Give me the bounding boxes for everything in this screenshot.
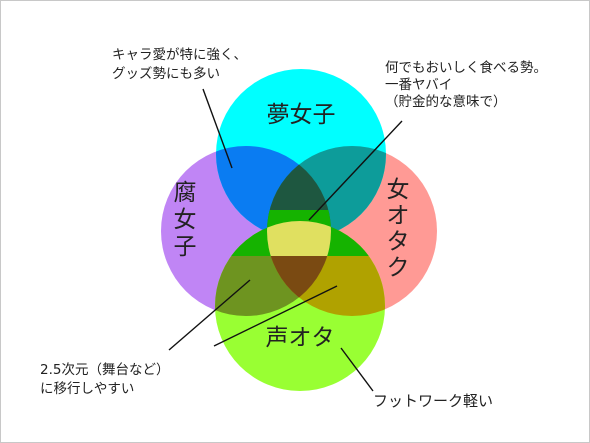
annotation-line: 2.5次元（舞台など）	[40, 362, 169, 378]
annotation-line: グッズ勢にも多い	[112, 65, 220, 82]
annotation-stage: 2.5次元（舞台など） に移行しやすい	[40, 362, 169, 397]
label-yume-joshi: 夢女子	[267, 102, 336, 128]
annotation-line: に移行しやすい	[40, 381, 134, 397]
annotation-line: 一番ヤバイ	[385, 77, 452, 93]
label-fujoshi-char: 腐	[174, 180, 197, 206]
overlap-all-four-core	[267, 221, 331, 256]
annotation-line: フットワーク軽い	[373, 392, 493, 410]
label-koe-ota: 声オタ	[266, 325, 335, 351]
label-onna-otaku-char: ク	[387, 255, 410, 281]
overlap-yume-fujoshi-onna	[267, 146, 331, 239]
leader-stage-b	[213, 285, 338, 347]
leader-footwork	[340, 347, 374, 392]
annotation-eat-anything: 何でもおいしく食べる勢。 一番ヤバイ （貯金的な意味で）	[385, 59, 547, 110]
annotation-line: キャラ愛が特に強く、	[112, 47, 247, 63]
leader-chara-love	[202, 88, 233, 169]
annotation-line: 何でもおいしく食べる勢。	[385, 59, 547, 76]
annotation-chara-love: キャラ愛が特に強く、 グッズ勢にも多い	[112, 47, 247, 82]
label-fujoshi-char: 子	[174, 234, 197, 260]
label-onna-otaku-char: 女	[387, 177, 410, 203]
leader-eat-anything	[308, 120, 403, 221]
annotation-footwork: フットワーク軽い	[373, 392, 493, 410]
label-fujoshi: 腐 女 子	[174, 180, 197, 260]
leader-stage-a	[168, 279, 251, 351]
label-fujoshi-char: 女	[174, 207, 197, 233]
label-onna-otaku-char: オ	[387, 203, 410, 229]
label-onna-otaku-char: タ	[387, 229, 410, 255]
annotation-line: （貯金的な意味で）	[385, 93, 507, 110]
label-onna-otaku: 女 オ タ ク	[387, 177, 410, 281]
